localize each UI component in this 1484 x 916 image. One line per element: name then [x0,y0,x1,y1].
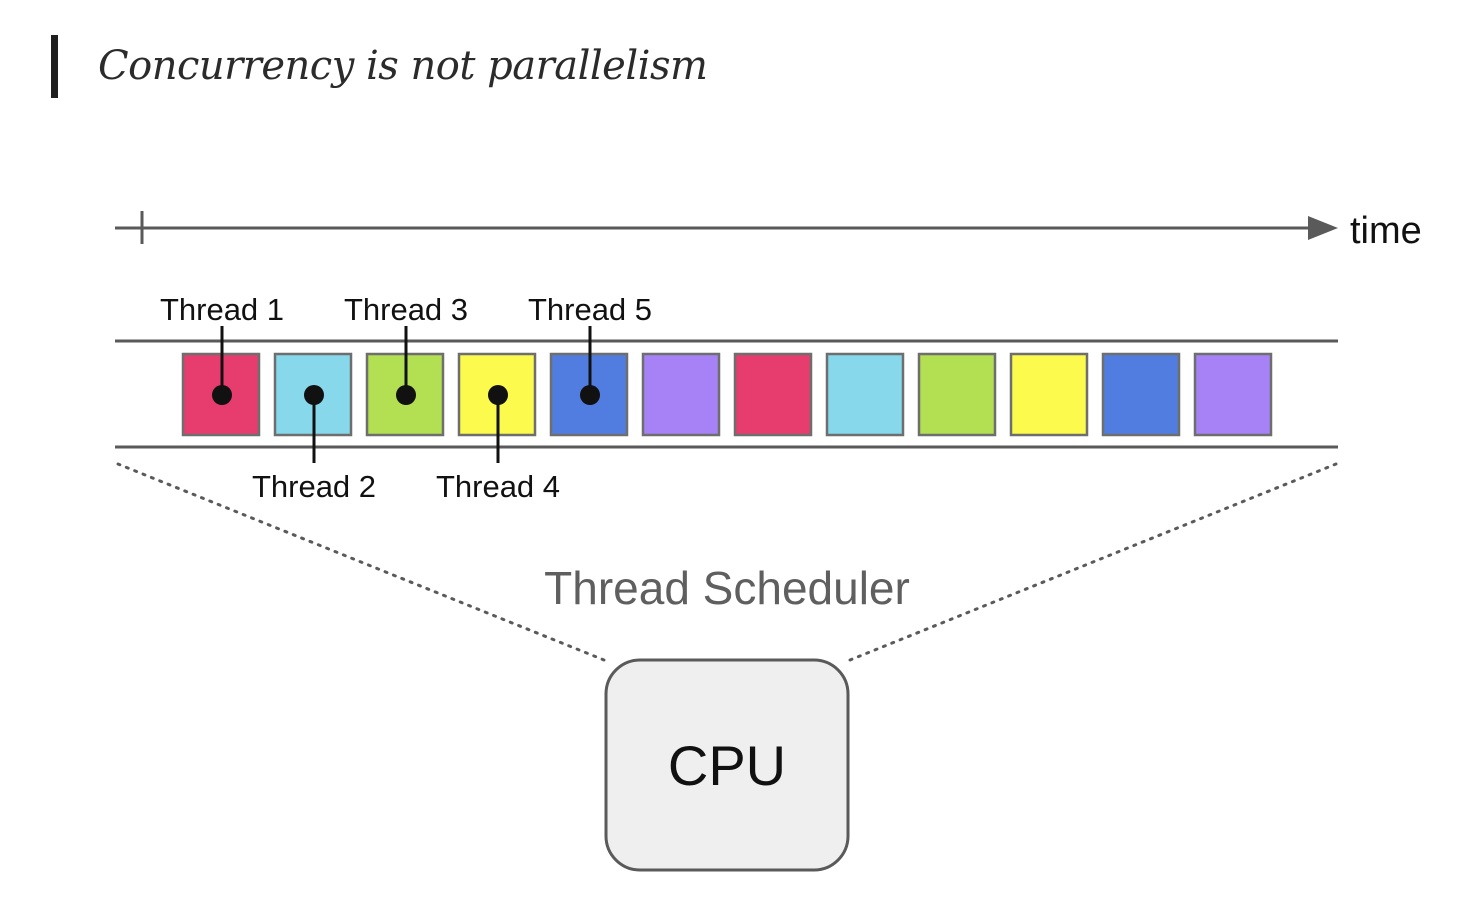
time-slice-thread-6 [1193,352,1273,437]
thread-scheduler-label: Thread Scheduler [544,562,910,614]
quote-text: Concurrency is not parallelism [98,43,708,89]
scheduler-funnel-right [848,462,1338,662]
thread-pointer-dot [488,385,508,405]
thread-pointer-dot [580,385,600,405]
cpu-box [604,658,850,872]
thread-label: Thread 1 [160,292,284,327]
thread-pointer-dot [304,385,324,405]
time-slice-thread-3 [917,352,997,437]
time-slice-thread-6 [641,352,721,437]
time-slice-thread-5 [1101,352,1181,437]
time-axis-arrowhead [1308,216,1338,240]
thread-label: Thread 3 [344,292,468,327]
time-slice-thread-1 [733,352,813,437]
time-slice-thread-2 [825,352,905,437]
thread-label: Thread 4 [436,469,560,504]
thread-label: Thread 5 [528,292,652,327]
thread-labels: Thread 1 Thread 3 Thread 5 Thread 2 Thread 4 [160,292,652,504]
time-slices [181,352,1273,437]
time-label: time [1350,210,1422,252]
thread-label: Thread 2 [252,469,376,504]
blockquote-bar [51,35,58,98]
thread-pointer-dot [212,385,232,405]
thread-pointer-dot [396,385,416,405]
thread-pointers [212,326,600,463]
cpu-label: CPU [668,734,786,797]
scheduler-funnel-left [116,462,606,662]
time-slice-thread-4 [1009,352,1089,437]
